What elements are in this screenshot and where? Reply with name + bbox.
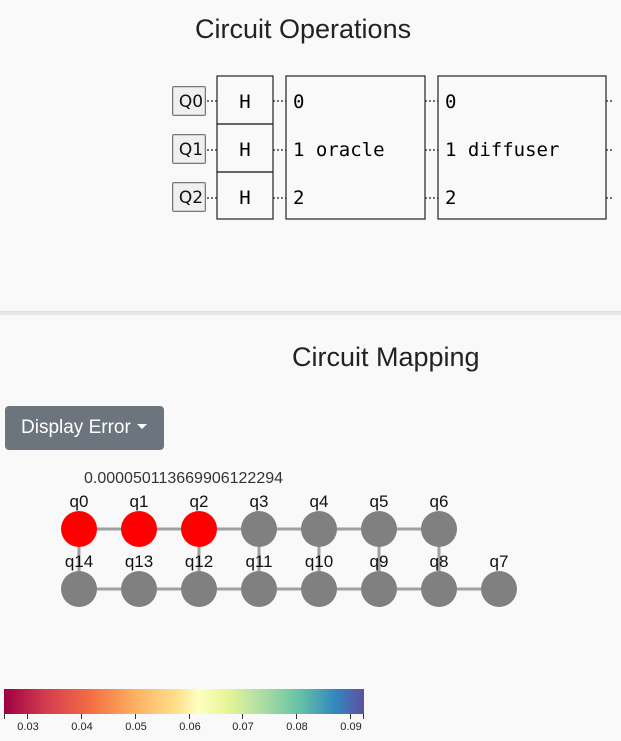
colorbar-tick — [363, 714, 364, 719]
colorbar-tick-label: 0.09 — [340, 721, 362, 733]
qubit-node-q14[interactable] — [61, 571, 97, 607]
colorbar-tick — [296, 714, 297, 719]
qubit-button-q0[interactable]: Q0 — [172, 86, 206, 116]
qubit-node-q6[interactable] — [421, 511, 457, 547]
colorbar-tick-label: 0.04 — [71, 721, 93, 733]
oracle-row-0: 0 — [293, 91, 304, 113]
qubit-label: q11 — [245, 552, 272, 571]
oracle-row-1: 1 oracle — [293, 139, 385, 161]
qubit-label: q7 — [490, 552, 509, 571]
qubit-label: q0 — [70, 492, 89, 511]
qubit-label: q10 — [305, 552, 333, 571]
colorbar-tick-label: 0.07 — [232, 721, 254, 733]
qubit-label: q4 — [310, 492, 329, 511]
display-error-dropdown[interactable]: Display Error — [5, 406, 164, 450]
qubit-node-q3[interactable] — [241, 511, 277, 547]
circuit-operations-title: Circuit Operations — [195, 14, 412, 44]
qubit-node-q8[interactable] — [421, 571, 457, 607]
colorbar-tick-label: 0.03 — [17, 721, 39, 733]
qubit-label: q13 — [125, 552, 153, 571]
qubit-label: q8 — [430, 552, 449, 571]
qubit-node-q7[interactable] — [481, 571, 517, 607]
display-error-label: Display Error — [21, 417, 131, 438]
qubit-node-q13[interactable] — [121, 571, 157, 607]
qubit-label: q2 — [190, 492, 209, 511]
qubit-label: q9 — [370, 552, 389, 571]
qubit-node-q11[interactable] — [241, 571, 277, 607]
h-gate-q2 — [216, 171, 274, 220]
diffuser-row-1: 1 diffuser — [445, 139, 559, 161]
qubit-node-q1[interactable] — [121, 511, 157, 547]
qubit-node-q12[interactable] — [181, 571, 217, 607]
colorbar-tick — [135, 714, 136, 719]
diffuser-row-2: 2 — [445, 187, 456, 209]
qubit-node-q10[interactable] — [301, 571, 337, 607]
qubit-button-q1[interactable]: Q1 — [172, 134, 206, 164]
qubit-label: q12 — [185, 552, 213, 571]
qubit-node-q0[interactable] — [61, 511, 97, 547]
qubit-label: q1 — [130, 492, 149, 511]
colorbar-tick — [242, 714, 243, 719]
qubit-coupling-map: q0 q1 q2 q3 q4 q5 q6 q14 q13 q12 q11 q10… — [61, 492, 517, 607]
caret-down-icon — [136, 424, 147, 429]
oracle-row-2: 2 — [293, 187, 304, 209]
circuit-diagram: H H H 0 1 oracle 2 0 1 diffuser 2 — [207, 75, 612, 220]
colorbar-gradient — [4, 689, 364, 714]
colorbar-tick-label: 0.08 — [286, 721, 308, 733]
h-gate-label: H — [239, 139, 250, 161]
h-gate-label: H — [239, 91, 250, 113]
qubit-node-q5[interactable] — [361, 511, 397, 547]
colorbar-tick — [189, 714, 190, 719]
oracle-gate — [285, 75, 426, 220]
qubit-node-q4[interactable] — [301, 511, 337, 547]
colorbar-tick — [350, 714, 351, 719]
colorbar-tick-label: 0.05 — [125, 721, 147, 733]
colorbar-tick — [27, 714, 28, 719]
section-divider — [0, 311, 621, 315]
error-colorbar: 0.03 0.04 0.05 0.06 0.07 0.08 0.09 — [4, 689, 364, 733]
colorbar-tick-label: 0.06 — [179, 721, 201, 733]
error-value-readout: 0.000050113669906122294 — [84, 470, 284, 487]
diffuser-gate — [437, 75, 607, 220]
qubit-label: q3 — [250, 492, 269, 511]
qubit-wires — [207, 100, 612, 199]
circuit-mapping-title: Circuit Mapping — [292, 342, 480, 372]
colorbar-tick — [81, 714, 82, 719]
colorbar-tick — [4, 714, 5, 719]
h-gate-label: H — [239, 187, 250, 209]
qubit-node-q9[interactable] — [361, 571, 397, 607]
qubit-label: q5 — [370, 492, 389, 511]
qubit-label: q14 — [65, 552, 93, 571]
qubit-node-q2[interactable] — [181, 511, 217, 547]
qubit-label: q6 — [430, 492, 449, 511]
diffuser-row-0: 0 — [445, 91, 456, 113]
qubit-button-q2[interactable]: Q2 — [172, 182, 206, 212]
